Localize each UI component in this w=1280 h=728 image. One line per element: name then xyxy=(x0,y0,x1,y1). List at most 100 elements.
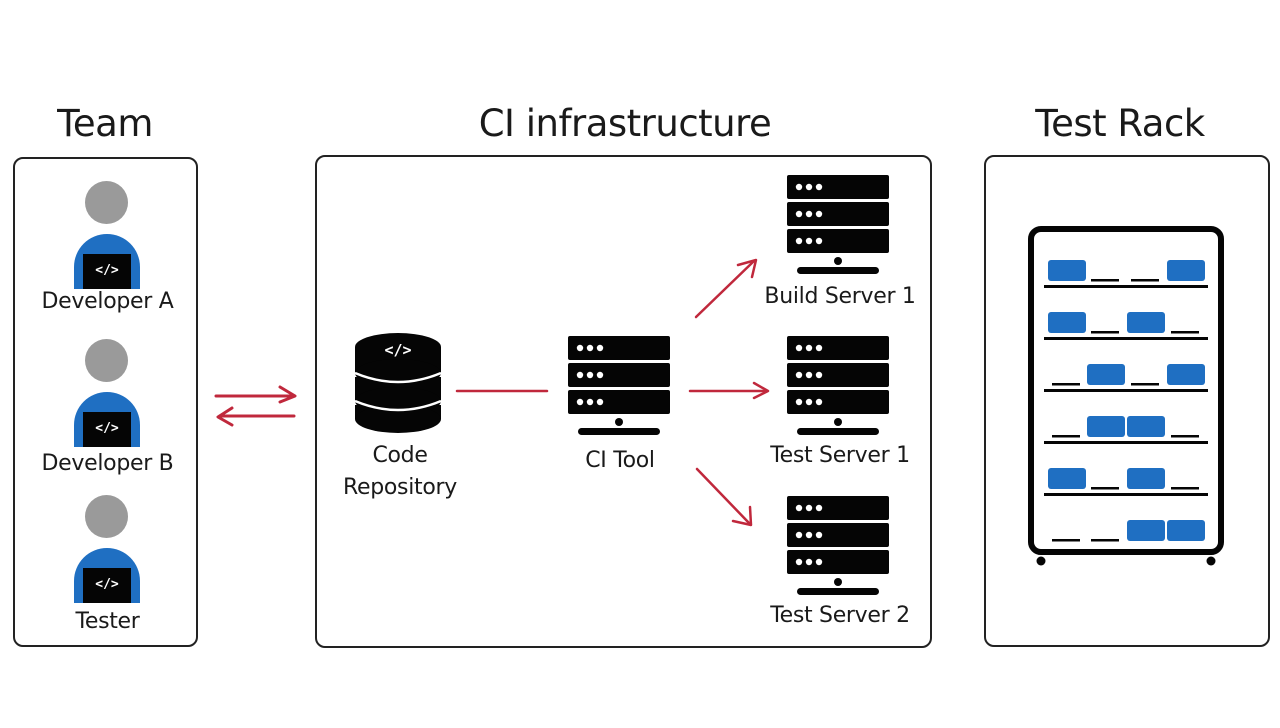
rack-shelf xyxy=(1044,493,1208,496)
arrow-to-build-server-icon xyxy=(694,258,758,319)
server-stand-joint xyxy=(834,257,842,265)
rack-device xyxy=(1048,468,1086,489)
server-unit xyxy=(787,175,889,199)
team-title: Team xyxy=(57,102,153,145)
server-led xyxy=(795,237,803,245)
team-member-tester: </> xyxy=(72,495,142,603)
arrow-to-test-server-2-icon xyxy=(695,467,753,527)
person-head-icon xyxy=(85,495,128,538)
server-base xyxy=(797,588,879,595)
server-led xyxy=(586,371,594,379)
rack-empty-slot xyxy=(1052,539,1080,542)
server-led xyxy=(805,531,813,539)
ci-tool-label: CI Tool xyxy=(585,448,655,473)
server-unit xyxy=(787,523,889,547)
tester-label: Tester xyxy=(75,609,140,634)
server-led xyxy=(805,558,813,566)
server-stand-joint xyxy=(615,418,623,426)
rack-device xyxy=(1167,260,1205,281)
server-led xyxy=(805,183,813,191)
rack-wheel-right xyxy=(1206,556,1216,566)
server-unit xyxy=(787,363,889,387)
laptop-code-icon: </> xyxy=(83,412,131,447)
rack-device xyxy=(1127,468,1165,489)
rack-device xyxy=(1048,260,1086,281)
rack-empty-slot xyxy=(1131,279,1159,282)
server-led xyxy=(815,183,823,191)
server-base xyxy=(578,428,660,435)
server-unit xyxy=(787,390,889,414)
rack-device xyxy=(1048,312,1086,333)
server-led xyxy=(805,344,813,352)
rack-device xyxy=(1167,364,1205,385)
code-repository-label-line1: Code xyxy=(372,443,428,468)
server-led xyxy=(815,398,823,406)
server-unit xyxy=(787,550,889,574)
server-unit xyxy=(787,336,889,360)
rack-empty-slot xyxy=(1052,383,1080,386)
test-server-2-icon xyxy=(787,496,889,595)
server-led xyxy=(815,371,823,379)
server-led xyxy=(795,531,803,539)
person-head-icon xyxy=(85,339,128,382)
developer-b-label: Developer B xyxy=(41,451,174,476)
server-led xyxy=(805,210,813,218)
person-head-icon xyxy=(85,181,128,224)
rack-empty-slot xyxy=(1091,279,1119,282)
rack-device xyxy=(1127,312,1165,333)
test-server-1-label: Test Server 1 xyxy=(770,443,910,468)
laptop-code-icon: </> xyxy=(83,568,131,603)
rack-shelf xyxy=(1044,285,1208,288)
server-led xyxy=(795,398,803,406)
rack-empty-slot xyxy=(1052,435,1080,438)
server-led xyxy=(586,398,594,406)
server-led xyxy=(815,531,823,539)
server-led xyxy=(805,504,813,512)
server-led xyxy=(815,504,823,512)
rack-empty-slot xyxy=(1091,331,1119,334)
server-led xyxy=(576,344,584,352)
test-rack-icon xyxy=(1028,226,1224,566)
server-led xyxy=(815,558,823,566)
server-stand-joint xyxy=(834,418,842,426)
server-led xyxy=(795,504,803,512)
code-glyph: </> xyxy=(384,341,411,359)
rack-device xyxy=(1167,520,1205,541)
arrow-to-test-server-1-icon xyxy=(688,381,770,400)
ci-infrastructure-title: CI infrastructure xyxy=(478,102,772,145)
server-led xyxy=(586,344,594,352)
rack-device xyxy=(1127,416,1165,437)
server-led xyxy=(576,398,584,406)
rack-wheel-left xyxy=(1036,556,1046,566)
rack-device xyxy=(1087,416,1125,437)
server-base xyxy=(797,428,879,435)
server-led xyxy=(815,344,823,352)
server-led xyxy=(815,210,823,218)
server-unit xyxy=(568,336,670,360)
server-led xyxy=(795,183,803,191)
laptop-code-icon: </> xyxy=(83,254,131,289)
rack-empty-slot xyxy=(1131,383,1159,386)
team-member-developer-a: </> xyxy=(72,181,142,289)
rack-shelf xyxy=(1044,441,1208,444)
server-led xyxy=(815,237,823,245)
server-led xyxy=(805,398,813,406)
server-unit xyxy=(787,496,889,520)
server-led xyxy=(795,371,803,379)
server-led xyxy=(596,344,604,352)
server-base xyxy=(797,267,879,274)
rack-empty-slot xyxy=(1091,487,1119,490)
rack-shelf xyxy=(1044,389,1208,392)
ci-tool-server-icon xyxy=(568,336,670,435)
server-led xyxy=(576,371,584,379)
rack-device xyxy=(1087,364,1125,385)
server-unit xyxy=(787,202,889,226)
server-unit xyxy=(568,363,670,387)
rack-shelf xyxy=(1044,337,1208,340)
rack-empty-slot xyxy=(1171,487,1199,490)
connector-line xyxy=(455,389,549,393)
database-code-icon: </> xyxy=(354,333,442,433)
rack-empty-slot xyxy=(1091,539,1119,542)
server-led xyxy=(805,237,813,245)
server-led xyxy=(795,344,803,352)
